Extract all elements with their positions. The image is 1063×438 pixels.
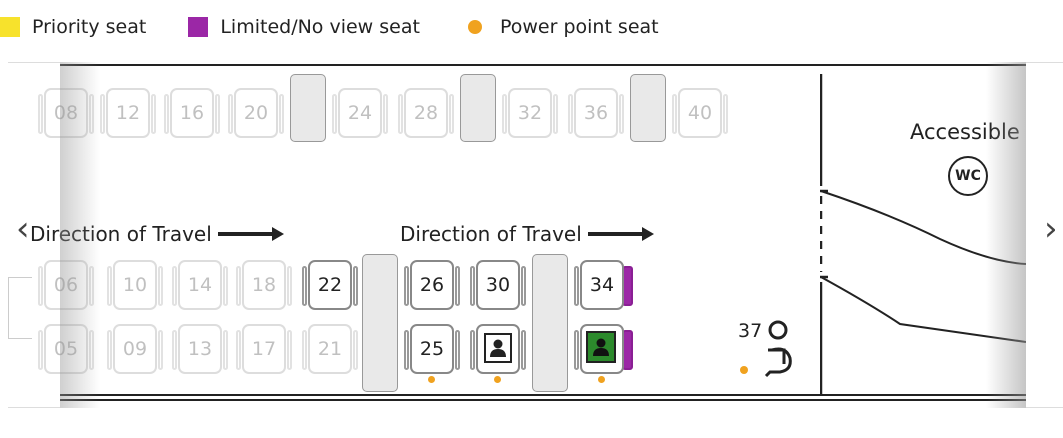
seat-28[interactable]: 28 <box>398 88 454 138</box>
seat-number: 16 <box>179 102 205 124</box>
wc-door-lines <box>820 74 1026 394</box>
seat-16[interactable]: 16 <box>164 88 220 138</box>
person-icon <box>490 339 506 357</box>
seat-10[interactable]: 10 <box>107 260 163 310</box>
seat-number: 21 <box>317 338 343 360</box>
seat-number: 36 <box>583 102 609 124</box>
seat-18[interactable]: 18 <box>236 260 292 310</box>
seat-number: 28 <box>413 102 439 124</box>
seat-map-viewport: 08 12 16 20 24 28 32 36 40 Direction of … <box>0 62 1063 408</box>
arrow-right-icon <box>587 227 654 241</box>
seat-30[interactable]: 30 <box>470 260 526 310</box>
power-point-dot <box>428 376 435 383</box>
legend-priority-label: Priority seat <box>32 16 147 38</box>
seat-26[interactable]: 26 <box>404 260 460 310</box>
wheelchair-number: 37 <box>738 320 763 342</box>
seat-number: 34 <box>589 274 615 296</box>
seat-09[interactable]: 09 <box>107 324 163 374</box>
seat-08[interactable]: 08 <box>38 88 94 138</box>
occupied-seat-marker <box>484 333 512 363</box>
seat-table <box>290 74 326 142</box>
seat-legend: Priority seat Limited/No view seat Power… <box>0 14 701 40</box>
scroll-right-button[interactable]: › <box>1044 209 1058 249</box>
seat-table <box>532 254 568 392</box>
seat-32[interactable]: 32 <box>502 88 558 138</box>
legend-limited-view: Limited/No view seat <box>188 16 420 38</box>
wc-icon: WC <box>948 156 988 196</box>
seat-number: 22 <box>317 274 343 296</box>
seat-number: 05 <box>54 338 78 360</box>
seat-24[interactable]: 24 <box>332 88 388 138</box>
priority-swatch <box>0 17 20 37</box>
seat-number: 20 <box>243 102 269 124</box>
seat-12[interactable]: 12 <box>100 88 156 138</box>
seat-34[interactable]: 34 <box>574 260 633 310</box>
seat-occupied <box>470 324 526 383</box>
limited-view-swatch <box>188 17 209 37</box>
power-point-dot <box>598 376 605 383</box>
legend-power-point-label: Power point seat <box>499 16 659 38</box>
seat-number: 30 <box>485 274 511 296</box>
seat-number: 40 <box>687 102 713 124</box>
seat-36[interactable]: 36 <box>568 88 624 138</box>
direction-of-travel-right: Direction of Travel <box>400 222 654 246</box>
seat-13[interactable]: 13 <box>172 324 228 374</box>
seat-number: 10 <box>122 274 148 296</box>
seat-40[interactable]: 40 <box>672 88 728 138</box>
seat-selected[interactable] <box>574 324 633 383</box>
direction-of-travel-left: Direction of Travel <box>30 222 284 246</box>
seat-05[interactable]: 05 <box>38 324 94 374</box>
seat-21[interactable]: 21 <box>302 324 358 374</box>
power-point-dot <box>494 376 501 383</box>
seat-number: 14 <box>187 274 213 296</box>
power-point-dot <box>467 20 482 34</box>
coach-wall-bottom-inner <box>60 399 1026 401</box>
wheelchair-icon <box>764 320 792 378</box>
seat-14[interactable]: 14 <box>172 260 228 310</box>
seat-22[interactable]: 22 <box>302 260 358 310</box>
accessible-wc-area <box>820 74 1026 394</box>
seat-number: 12 <box>115 102 141 124</box>
wheelchair-space[interactable]: 37 <box>736 320 800 380</box>
fade-left <box>60 62 100 408</box>
seat-06[interactable]: 06 <box>38 260 94 310</box>
arrow-right-icon <box>217 227 284 241</box>
seat-20[interactable]: 20 <box>228 88 284 138</box>
power-point-dot <box>740 366 748 374</box>
legend-power-point: Power point seat <box>462 16 659 38</box>
selected-seat-marker <box>586 331 616 363</box>
scroll-left-button[interactable]: ‹ <box>16 209 30 249</box>
seat-17[interactable]: 17 <box>236 324 292 374</box>
seat-table <box>460 74 496 142</box>
fade-right <box>986 62 1026 408</box>
direction-label: Direction of Travel <box>30 222 212 246</box>
seat-number: 18 <box>251 274 277 296</box>
seat-number: 13 <box>187 338 213 360</box>
legend-priority: Priority seat <box>0 16 146 38</box>
coach-wall-bottom <box>60 394 1026 396</box>
seat-number: 06 <box>54 274 78 296</box>
seat-number: 09 <box>122 338 148 360</box>
seat-number: 24 <box>347 102 373 124</box>
seat-table <box>630 74 666 142</box>
seat-number: 25 <box>419 338 445 360</box>
seat-25[interactable]: 25 <box>404 324 460 383</box>
seat-number: 17 <box>251 338 277 360</box>
legend-limited-view-label: Limited/No view seat <box>220 16 420 38</box>
seat-table <box>362 254 398 392</box>
direction-label: Direction of Travel <box>400 222 582 246</box>
seat-number: 26 <box>419 274 445 296</box>
wc-label: WC <box>955 168 981 184</box>
coach-wall-top <box>60 64 1026 66</box>
seat-number: 32 <box>517 102 543 124</box>
seat-number: 08 <box>54 102 78 124</box>
adjacent-coach-stub <box>8 277 32 339</box>
person-icon <box>593 338 609 356</box>
